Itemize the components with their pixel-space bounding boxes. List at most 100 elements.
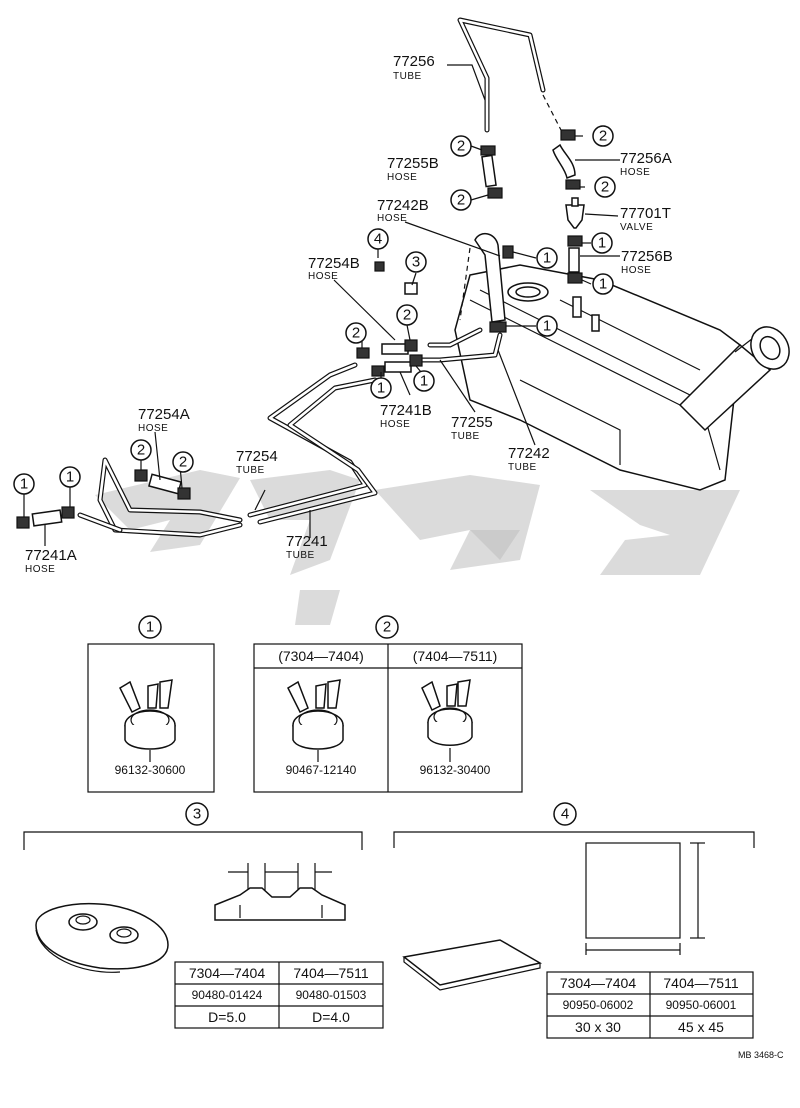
detail-3-part-a: 90480-01424 [192, 988, 263, 1002]
detail-2-clamp: 2 (7304—7404) (7404—7511) 90467-12140 96… [253, 615, 523, 793]
clamp [404, 339, 418, 352]
clamp [489, 321, 507, 333]
part-label-77241B: 77241B HOSE [380, 402, 432, 430]
part-label-77241A: 77241A HOSE [25, 547, 77, 575]
svg-text:1: 1 [598, 235, 606, 252]
clamp [16, 516, 30, 529]
hose-77256A [552, 143, 576, 180]
svg-text:77256A: 77256A [620, 150, 672, 167]
svg-text:2: 2 [179, 454, 187, 471]
svg-text:3: 3 [193, 806, 201, 823]
front-tubes [77, 457, 243, 538]
svg-text:1: 1 [599, 276, 607, 293]
svg-text:2: 2 [601, 179, 609, 196]
part-label-77254B: 77254B HOSE [308, 255, 360, 282]
callout-2: 2 [396, 304, 418, 326]
svg-text:77242B: 77242B [377, 197, 429, 214]
leader-lines [23, 64, 620, 546]
callout-2: 2 [592, 125, 614, 147]
callout-1: 1 [591, 232, 613, 254]
dashed-connection [542, 94, 563, 133]
detail-2-part-a: 90467-12140 [286, 763, 357, 777]
svg-text:2: 2 [352, 325, 360, 342]
hose-77241B [384, 361, 412, 373]
part-label-77242: 77242 TUBE [508, 445, 550, 473]
detail-4-pad: 4 7304—7404 7404—7511 90950-06002 90950-… [393, 802, 755, 1039]
part-label-77242B: 77242B HOSE [377, 197, 429, 224]
callout-2: 2 [130, 439, 152, 461]
filler-neck [678, 326, 790, 432]
tube-77256 [457, 17, 546, 133]
tube-77241 [257, 377, 378, 525]
svg-text:TUBE: TUBE [236, 465, 265, 476]
svg-text:2: 2 [383, 619, 391, 636]
svg-text:77241: 77241 [286, 533, 328, 550]
svg-text:77701T: 77701T [620, 205, 671, 222]
valve-77701T [565, 197, 585, 229]
svg-text:77241A: 77241A [25, 547, 77, 564]
part-label-77254: 77254 TUBE [236, 448, 278, 476]
svg-text:77256: 77256 [393, 53, 435, 70]
clamp [177, 487, 191, 500]
pad-illustration [402, 939, 543, 991]
clamp-illustration [119, 679, 176, 750]
part-label-77701T: 77701T VALVE [620, 205, 671, 233]
callout-1: 1 [413, 370, 435, 392]
hose-77256B [568, 247, 580, 273]
clamp [356, 347, 370, 359]
svg-text:2: 2 [599, 128, 607, 145]
callout-4: 4 [367, 228, 389, 250]
svg-text:TUBE: TUBE [508, 462, 537, 473]
svg-text:TUBE: TUBE [451, 431, 480, 442]
callout-3: 3 [405, 251, 427, 273]
fuel-tank [454, 264, 741, 491]
part-label-77254A: 77254A HOSE [138, 406, 190, 434]
grommet-section-illustration [214, 863, 346, 921]
svg-text:HOSE: HOSE [620, 167, 650, 178]
svg-text:77256B: 77256B [621, 248, 673, 265]
detail-3-part-b: 90480-01503 [296, 988, 367, 1002]
part-label-77255: 77255 TUBE [451, 414, 493, 442]
svg-text:HOSE: HOSE [138, 423, 168, 434]
svg-text:HOSE: HOSE [25, 564, 55, 575]
detail-2-range-b: (7404—7511) [413, 648, 498, 664]
svg-text:4: 4 [561, 806, 569, 823]
part-label-77256B: 77256B HOSE [621, 248, 673, 276]
svg-text:2: 2 [457, 192, 465, 209]
watermark-logo [95, 470, 740, 625]
detail-4-part-a: 90950-06002 [563, 998, 634, 1012]
svg-text:1: 1 [20, 476, 28, 493]
detail-3-dim-a: D=5.0 [208, 1009, 246, 1025]
detail-3-grommet: 3 7304—7404 7404—7511 90480-01424 90480-… [23, 802, 384, 1029]
svg-text:HOSE: HOSE [380, 419, 410, 430]
grommet-illustration [35, 902, 169, 973]
clamp [565, 179, 581, 190]
part-label-77255B: 77255B HOSE [387, 155, 439, 183]
svg-text:VALVE: VALVE [620, 222, 653, 233]
pad-dimension-illustration [585, 842, 705, 955]
detail-2-range-a: (7304—7404) [278, 648, 364, 664]
svg-text:77254: 77254 [236, 448, 278, 465]
clamp [487, 187, 503, 199]
svg-text:2: 2 [403, 307, 411, 324]
hose-77241A [31, 509, 63, 527]
callout-2: 2 [450, 135, 472, 157]
svg-text:HOSE: HOSE [308, 271, 338, 282]
callout-1: 1 [536, 315, 558, 337]
pad-part-4 [374, 261, 385, 272]
callout-1: 1 [370, 377, 392, 399]
clamp-illustration [287, 679, 344, 750]
dashed-connection [459, 247, 471, 321]
callout-1: 1 [536, 247, 558, 269]
detail-1-clamp: 1 96132-30600 [87, 615, 215, 793]
clamp [560, 129, 576, 141]
svg-text:1: 1 [377, 380, 385, 397]
svg-text:77255B: 77255B [387, 155, 439, 172]
clamp [567, 235, 583, 247]
detail-3-range-a: 7304—7404 [189, 965, 266, 981]
svg-text:1: 1 [543, 250, 551, 267]
svg-text:2: 2 [137, 442, 145, 459]
svg-text:77242: 77242 [508, 445, 550, 462]
hose-77254B [381, 343, 409, 355]
detail-4-range-a: 7304—7404 [560, 975, 637, 991]
